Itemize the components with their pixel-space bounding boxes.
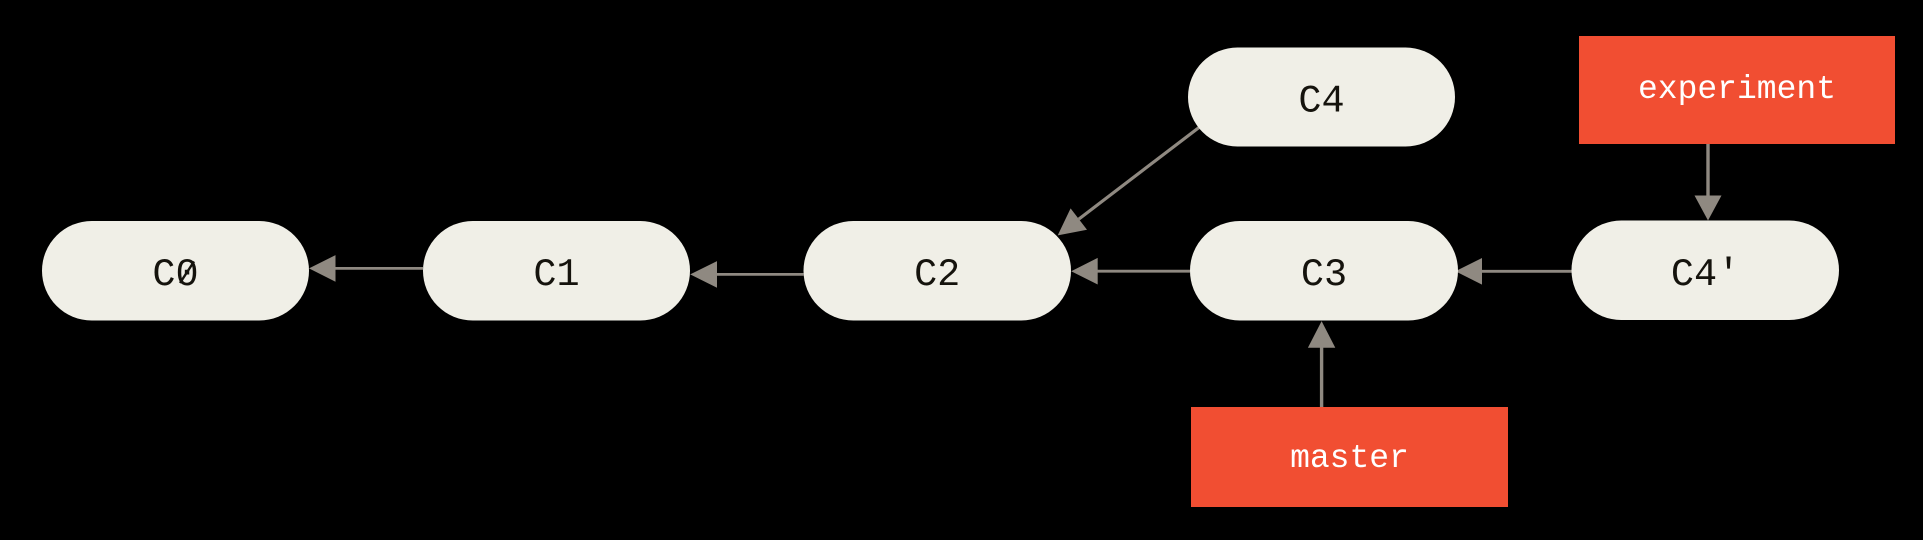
svg-text:C1: C1 bbox=[533, 253, 579, 297]
svg-text:C3: C3 bbox=[1301, 253, 1347, 297]
svg-text:experiment: experiment bbox=[1638, 71, 1836, 108]
svg-text:C2: C2 bbox=[914, 253, 960, 297]
svg-text:C4: C4 bbox=[1298, 80, 1344, 124]
svg-text:C0: C0 bbox=[152, 253, 198, 297]
svg-text:master: master bbox=[1290, 440, 1409, 477]
svg-text:C4': C4' bbox=[1671, 253, 1740, 297]
